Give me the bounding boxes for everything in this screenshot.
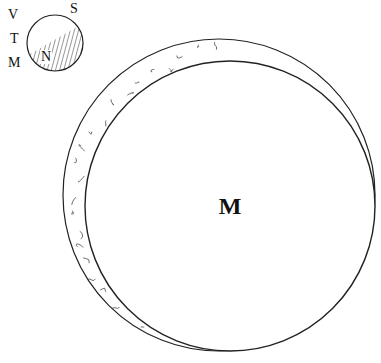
crack-stroke	[247, 354, 253, 355]
crack-stroke	[149, 341, 153, 346]
circle-outline	[27, 15, 83, 71]
crack-stroke	[112, 307, 119, 309]
crack-stroke	[76, 244, 83, 247]
atmosphere-band	[63, 39, 375, 351]
crack-stroke	[100, 288, 105, 292]
crack-stroke	[83, 258, 89, 263]
crack-stroke	[177, 56, 183, 59]
crack-stroke	[72, 211, 74, 215]
hatching	[28, 26, 84, 72]
crack-stroke	[294, 340, 300, 346]
crack-stroke	[169, 68, 174, 72]
crack-stroke	[105, 120, 106, 125]
small-circle: N	[26, 14, 84, 72]
node-letter: M	[219, 194, 242, 218]
crack-stroke	[181, 361, 182, 363]
node-letter: N	[40, 50, 52, 64]
crack-stroke	[317, 335, 320, 341]
planet-circle: M	[84, 60, 376, 352]
crack-stroke	[72, 197, 76, 204]
crack-stroke	[79, 176, 85, 182]
crack-stroke	[228, 362, 234, 363]
letter-label: V	[8, 8, 18, 22]
crack-stroke	[86, 279, 96, 281]
crack-stroke	[151, 69, 154, 72]
crack-stroke	[74, 158, 76, 163]
crack-stroke	[197, 45, 199, 48]
circle-outline	[85, 61, 375, 351]
crack-stroke	[267, 353, 272, 356]
crack-stroke	[215, 42, 217, 50]
crack-stroke	[127, 93, 133, 95]
crack-stroke	[79, 145, 85, 151]
crack-stroke	[216, 362, 219, 363]
crack-stroke	[281, 346, 284, 349]
letter-label: T	[10, 32, 19, 46]
crack-stroke	[80, 231, 83, 239]
crack-stroke	[114, 318, 124, 322]
letter-label: S	[70, 2, 78, 16]
crack-stroke	[141, 326, 144, 327]
crack-stroke	[167, 349, 172, 355]
letter-label: M	[8, 56, 20, 70]
crack-stroke	[111, 99, 114, 105]
crack-stroke	[135, 82, 139, 83]
crack-stroke	[89, 132, 92, 135]
small-circle-outline	[26, 14, 84, 72]
